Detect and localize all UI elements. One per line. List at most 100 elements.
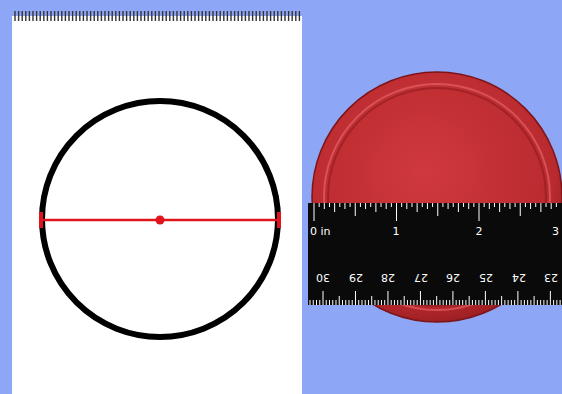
tick <box>475 300 476 305</box>
tick <box>524 300 525 305</box>
tick <box>43 11 44 21</box>
tick <box>468 203 469 209</box>
tick <box>284 11 285 21</box>
tick <box>365 203 366 209</box>
tick <box>332 300 333 305</box>
tick <box>387 291 388 305</box>
tick <box>352 300 353 305</box>
tick <box>547 300 548 305</box>
tick <box>263 11 264 21</box>
tick <box>391 300 392 305</box>
tick <box>520 203 521 216</box>
tick <box>345 300 346 305</box>
tick <box>489 203 490 209</box>
tick <box>411 203 412 207</box>
tick <box>329 203 330 207</box>
tick <box>530 203 531 209</box>
tick <box>494 203 495 207</box>
tick <box>65 11 66 21</box>
notepad-sheet <box>12 16 302 394</box>
tick <box>54 11 55 21</box>
tick <box>396 203 397 221</box>
tick <box>79 11 80 21</box>
tick <box>560 300 561 305</box>
tick <box>553 300 554 305</box>
tick <box>472 300 473 305</box>
tick <box>248 11 249 21</box>
tick <box>219 11 220 21</box>
tick <box>230 11 231 21</box>
tick <box>93 11 94 21</box>
tick <box>404 296 405 305</box>
tick <box>386 203 387 209</box>
tick <box>314 203 315 221</box>
tick <box>234 11 235 21</box>
tick <box>212 11 213 21</box>
tick <box>72 11 73 21</box>
tick <box>223 11 224 21</box>
tick <box>546 203 547 207</box>
tick <box>488 300 489 305</box>
tick <box>201 11 202 21</box>
tick <box>452 291 453 305</box>
tick <box>375 203 376 212</box>
tick <box>556 300 557 305</box>
tick <box>323 291 324 305</box>
tick <box>443 300 444 305</box>
tick <box>430 300 431 305</box>
tick <box>517 291 518 305</box>
tick <box>344 203 345 209</box>
tick <box>40 11 41 21</box>
tick <box>371 296 372 305</box>
tick <box>535 203 536 207</box>
tick <box>90 11 91 21</box>
tick <box>329 300 330 305</box>
tick <box>86 11 87 21</box>
tick <box>295 11 296 21</box>
tick <box>439 300 440 305</box>
tick <box>14 11 15 21</box>
tick <box>140 11 141 21</box>
tick <box>420 291 421 305</box>
tick <box>165 11 166 21</box>
tick <box>537 300 538 305</box>
tick <box>485 291 486 305</box>
tick <box>368 300 369 305</box>
tick <box>122 11 123 21</box>
tick <box>521 300 522 305</box>
tick <box>36 11 37 21</box>
tick <box>394 300 395 305</box>
tick <box>194 11 195 21</box>
tick <box>449 300 450 305</box>
tick <box>83 11 84 21</box>
tick <box>355 203 356 216</box>
tick <box>508 300 509 305</box>
tick <box>484 203 485 207</box>
tick <box>252 11 253 21</box>
drawn-circle <box>42 101 278 337</box>
tick <box>550 291 551 305</box>
tick <box>198 11 199 21</box>
tick <box>324 203 325 209</box>
tick <box>216 11 217 21</box>
ruler <box>308 203 562 305</box>
inch-number: 1 <box>393 226 400 238</box>
tick <box>446 300 447 305</box>
tick <box>111 11 112 21</box>
tick <box>556 203 557 207</box>
tick <box>266 11 267 21</box>
end-cap <box>277 212 281 228</box>
tick <box>495 300 496 305</box>
inch-number: 0 in <box>310 226 331 238</box>
tick <box>334 203 335 212</box>
tick <box>29 11 30 21</box>
tick <box>391 203 392 207</box>
tick <box>478 300 479 305</box>
tick <box>410 300 411 305</box>
tick <box>58 11 59 21</box>
tick <box>339 296 340 305</box>
tick <box>543 300 544 305</box>
ruler-ticks <box>310 203 560 305</box>
tick <box>104 11 105 21</box>
tick <box>525 203 526 207</box>
